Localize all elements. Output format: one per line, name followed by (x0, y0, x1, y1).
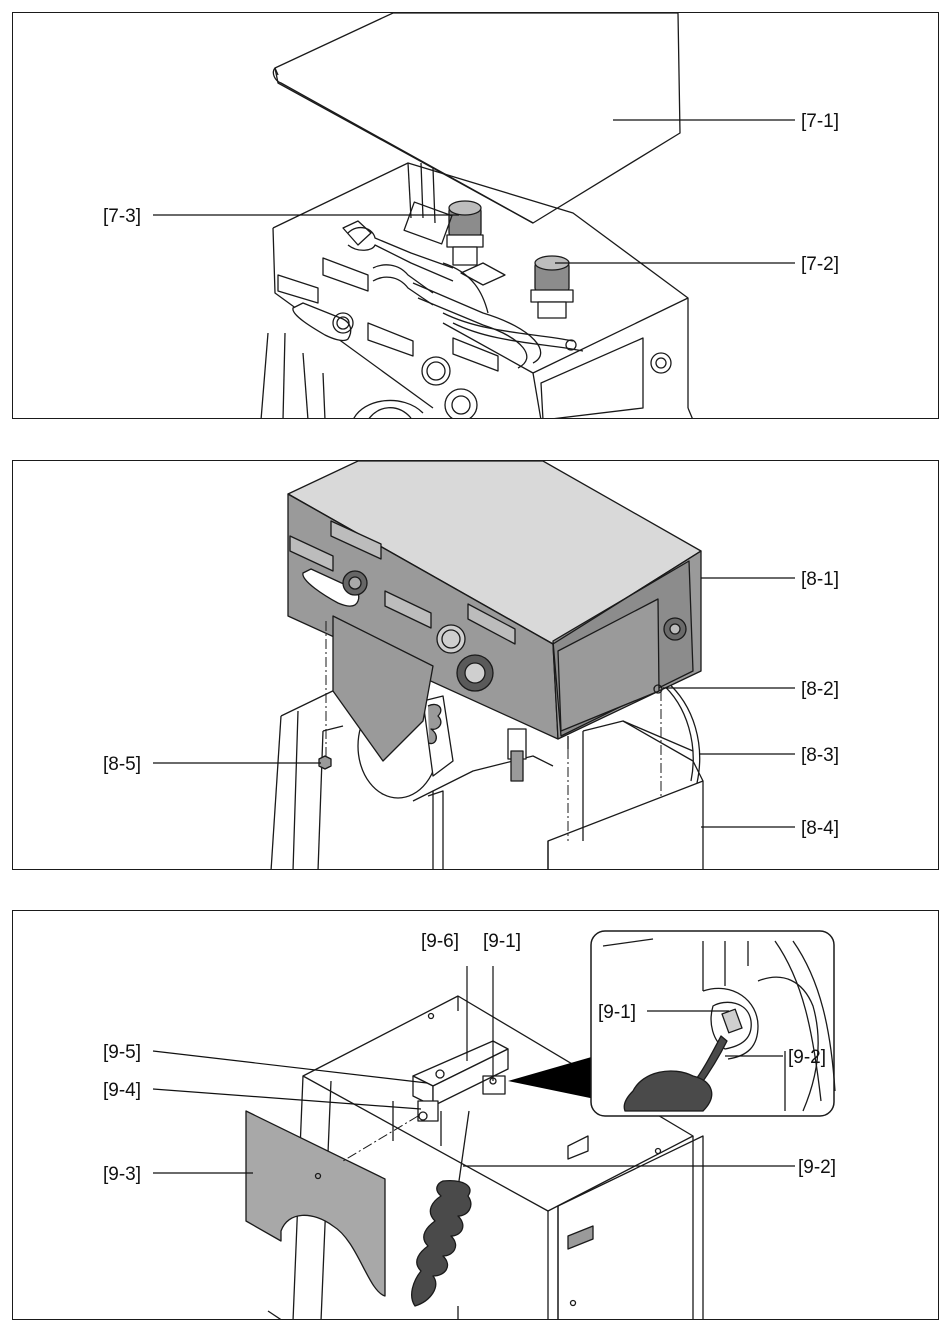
panel-7-drawing: [7-1] [7-2] [7-3] (13, 13, 939, 419)
callout-9-3: [9-3] (103, 1164, 141, 1185)
gear-knob-icon (447, 201, 483, 265)
inset-callout-9-1: [9-1] (598, 1002, 636, 1023)
callout-7-2: [7-2] (801, 254, 839, 275)
base-frame (271, 681, 703, 870)
panel-9-drawing: [9-1] [9-2] [9-3] [9-4] [9-5] [9-6] [9-1… (13, 911, 939, 1320)
callout-9-1: [9-1] (483, 931, 521, 952)
zoom-detail-icon (508, 1056, 595, 1099)
gear-knob-icon (531, 256, 573, 318)
internal-regulators (343, 201, 583, 368)
callout-7-1: [7-1] (801, 111, 839, 132)
callout-8-3: [8-3] (801, 745, 839, 766)
panel-7: [7-1] [7-2] [7-3] (12, 12, 939, 419)
inset-detail (591, 931, 835, 1116)
callout-9-2: [9-2] (798, 1157, 836, 1178)
open-housing (261, 163, 693, 419)
housing-box (288, 461, 701, 781)
callout-8-4: [8-4] (801, 818, 839, 839)
panel-8: [8-1] [8-2] [8-3] [8-4] [8-5] (12, 460, 939, 870)
callout-8-2: [8-2] (801, 679, 839, 700)
inset-callout-9-2: [9-2] (788, 1047, 826, 1068)
panel-8-drawing: [8-1] [8-2] [8-3] [8-4] [8-5] (13, 461, 939, 870)
callout-9-4: [9-4] (103, 1080, 141, 1101)
callout-8-1: [8-1] (801, 569, 839, 590)
panel-9: [9-1] [9-2] [9-3] [9-4] [9-5] [9-6] [9-1… (12, 910, 939, 1320)
spring-bracket (413, 1041, 508, 1146)
pressure-gauge-icon (422, 357, 450, 385)
callout-9-5: [9-5] (103, 1042, 141, 1063)
callout-9-6: [9-6] (421, 931, 459, 952)
cover-plate (246, 1111, 385, 1296)
callout-7-3: [7-3] (103, 206, 141, 227)
callout-8-5: [8-5] (103, 754, 141, 775)
lid-cover (273, 13, 680, 223)
